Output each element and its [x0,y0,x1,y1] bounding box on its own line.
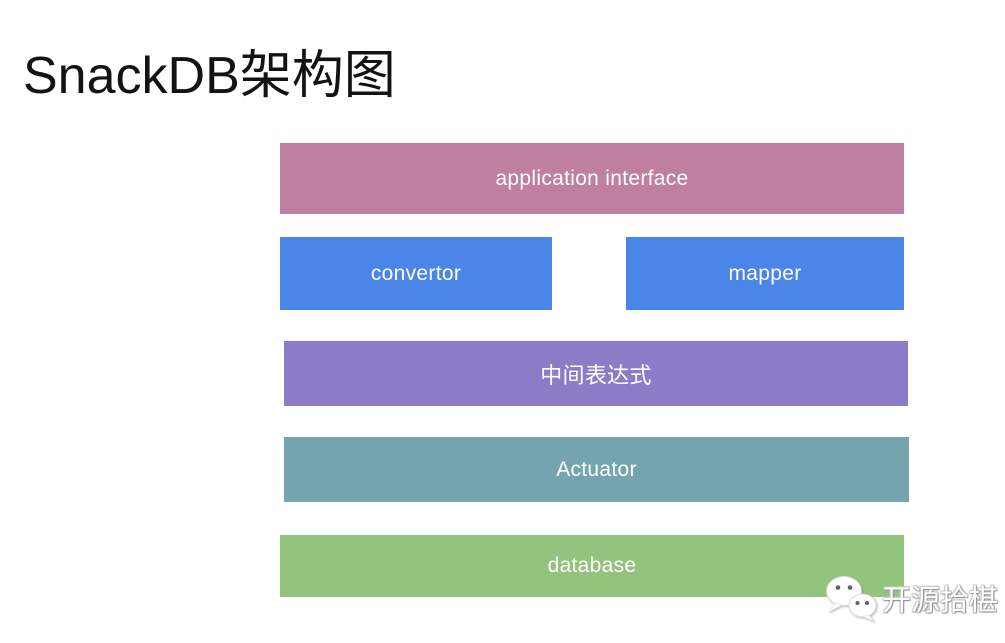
layer-application-interface: application interface [280,143,904,214]
layer-convertor: convertor [280,237,552,310]
layer-label: 中间表达式 [540,362,652,388]
layer-label: Actuator [556,457,637,481]
layer-label: application interface [495,166,689,190]
layer-database: database [280,535,904,597]
layer-label: mapper [728,261,802,285]
layer-label: database [547,554,637,577]
watermark: 开源拾椹 [824,574,998,622]
page-title: SnackDB架构图 [23,47,396,105]
layer-label: convertor [370,261,462,285]
layer-actuator: Actuator [284,437,909,502]
layer-mapper: mapper [626,237,904,310]
wechat-icon [826,576,877,622]
layer-intermediate-expression: 中间表达式 [284,341,908,406]
watermark-label: 开源拾椹 [882,585,999,617]
